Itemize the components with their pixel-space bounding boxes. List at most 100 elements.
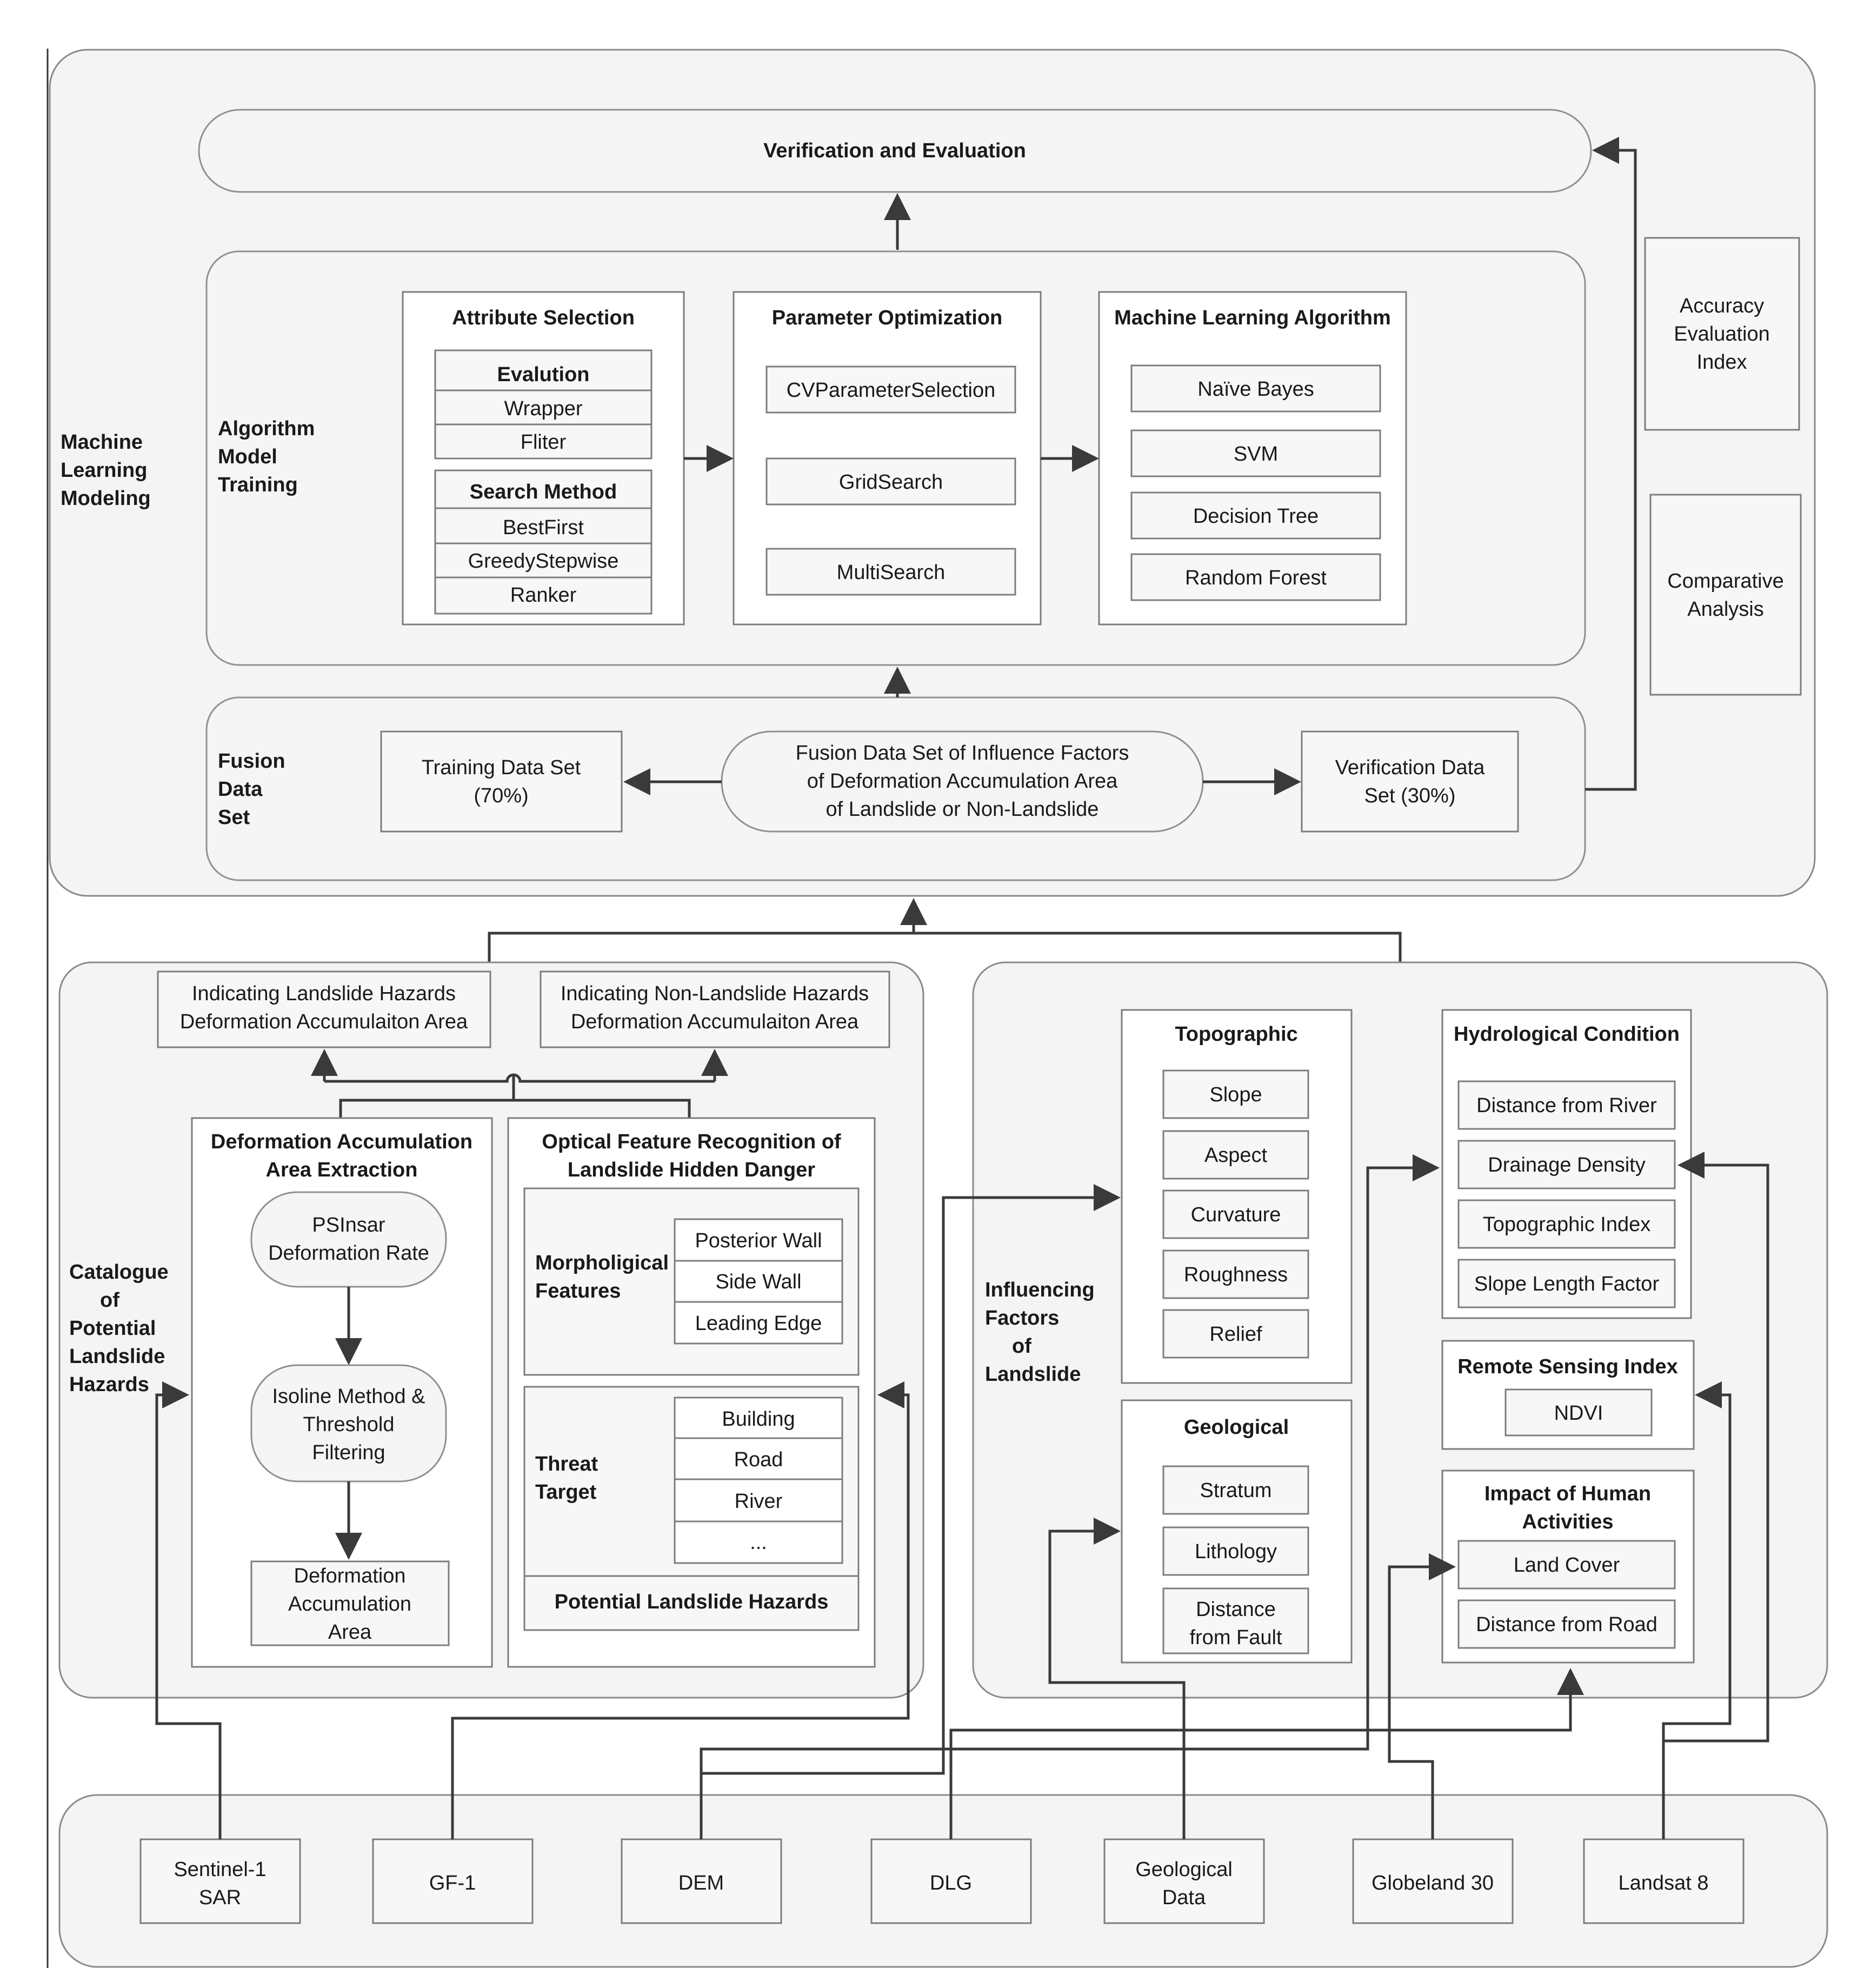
- arrow-verification-loop: [1585, 137, 1637, 791]
- connector-landsat-hydro: [1663, 1152, 1769, 1743]
- topographic-item: Aspect: [1204, 1144, 1268, 1167]
- topographic-item: Slope: [1209, 1083, 1262, 1106]
- source-label: DLG: [930, 1872, 972, 1894]
- geological-item-box: [1162, 1465, 1309, 1515]
- ml-algorithm-item-box: [1130, 491, 1381, 540]
- human-activities-item-box: [1457, 1599, 1676, 1649]
- connector-gf1: [451, 1381, 910, 1839]
- source-dem: DEM: [621, 1838, 782, 1924]
- source-label: Globeland 30: [1372, 1872, 1494, 1894]
- verification-evaluation-box: [198, 109, 1592, 193]
- ml-algorithm-item: Random Forest: [1185, 567, 1327, 589]
- hydrological-item: Topographic Index: [1483, 1213, 1651, 1236]
- threat-item: Building: [722, 1408, 795, 1431]
- deformation-area-box: [250, 1560, 450, 1646]
- attribute-selection-title: Attribute Selection: [452, 307, 635, 329]
- topographic-item: Roughness: [1184, 1264, 1288, 1286]
- search-method-item: GreedyStepwise: [468, 550, 619, 573]
- evaluation-item: Wrapper: [504, 397, 582, 420]
- parameter-optimization-title: Parameter Optimization: [772, 307, 1003, 329]
- hydrological-title: Hydrological Condition: [1454, 1023, 1680, 1046]
- hydrological-item: Slope Length Factor: [1474, 1273, 1660, 1295]
- topographic-item-box: [1162, 1189, 1309, 1239]
- threat-item: Road: [734, 1448, 783, 1471]
- influencing-panel: [972, 961, 1828, 1699]
- ml-algorithm-item: SVM: [1234, 443, 1278, 466]
- connector-landsat-ndvi: [1662, 1381, 1732, 1839]
- remote-sensing-item: NDVI: [1554, 1402, 1603, 1425]
- ml-algorithm-item-box: [1130, 364, 1381, 413]
- hydrological-item-box: [1457, 1140, 1676, 1189]
- topographic-item-box: [1162, 1130, 1309, 1180]
- human-activities-item-box: [1457, 1540, 1676, 1590]
- geological-item-box: [1162, 1526, 1309, 1576]
- training-data-label: Training Data Set(70%): [422, 756, 581, 807]
- remote-sensing-title: Remote Sensing Index: [1457, 1355, 1678, 1378]
- geological-title: Geological: [1184, 1416, 1289, 1439]
- threat-table: [674, 1397, 843, 1564]
- morphological-item: Side Wall: [715, 1271, 801, 1293]
- hydrological-item-box: [1457, 1199, 1676, 1249]
- connector-sentinel: [155, 1381, 222, 1839]
- param-item-box: [765, 457, 1016, 506]
- param-item: MultiSearch: [837, 561, 946, 584]
- ml-algorithm-item-box: [1130, 429, 1381, 477]
- hydrological-item: Distance from River: [1476, 1094, 1657, 1117]
- search-method-table: [434, 469, 653, 615]
- param-item: GridSearch: [839, 471, 943, 494]
- human-activities-item: Distance from Road: [1476, 1613, 1657, 1636]
- evaluation-group: Evalution Wrapper Fliter: [434, 349, 653, 460]
- evaluation-item: Fliter: [521, 431, 567, 454]
- search-method-group: Search Method BestFirst GreedyStepwise R…: [434, 469, 653, 615]
- connector-geological: [1048, 1518, 1186, 1839]
- search-method-item: Ranker: [510, 584, 577, 607]
- param-item-box: [765, 365, 1016, 414]
- connector-dem-hydro: [700, 1154, 1440, 1839]
- comparative-analysis-box: [1649, 494, 1802, 696]
- remote-sensing-item-box: [1504, 1388, 1653, 1437]
- ml-algorithm-title: Machine Learning Algorithm: [1114, 307, 1391, 329]
- verification-evaluation-label: Verification and Evaluation: [763, 139, 1026, 162]
- topographic-item-box: [1162, 1069, 1309, 1119]
- source-globeland: Globeland 30: [1352, 1838, 1514, 1924]
- connector-indicating: [324, 1073, 715, 1083]
- source-label: Landsat 8: [1619, 1872, 1709, 1894]
- accuracy-index-box: [1644, 237, 1800, 431]
- morphological-item: Leading Edge: [695, 1312, 822, 1335]
- topographic-item-box: [1162, 1249, 1309, 1299]
- training-data-box: [380, 730, 623, 833]
- topographic-item: Relief: [1209, 1323, 1262, 1346]
- verification-data-box: [1301, 730, 1519, 833]
- psinsar-box: [250, 1191, 447, 1288]
- human-activities-item: Land Cover: [1514, 1554, 1620, 1577]
- geological-item-box: [1162, 1587, 1309, 1654]
- connector-dlg: [949, 1668, 1584, 1839]
- threat-item: River: [735, 1490, 783, 1513]
- potential-hazards-label: Potential Landslide Hazards: [555, 1591, 829, 1613]
- connector-globeland: [1388, 1553, 1456, 1839]
- search-method-item: BestFirst: [503, 516, 584, 539]
- morphological-item: Posterior Wall: [695, 1229, 822, 1252]
- connector-lower-panels: [488, 932, 1402, 962]
